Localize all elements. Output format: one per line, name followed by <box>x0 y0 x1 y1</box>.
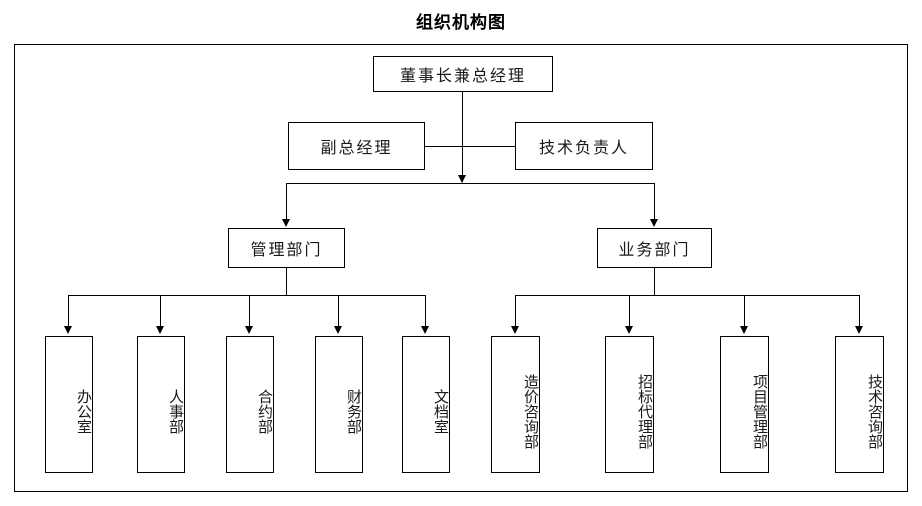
connector-management-to-office <box>68 295 70 328</box>
node-archive-room[interactable]: 文档室 <box>402 336 450 473</box>
node-management-department[interactable]: 管理部门 <box>228 228 345 268</box>
node-project-management-department[interactable]: 项目管理部 <box>720 336 769 473</box>
connector-bus-to-business <box>654 183 656 221</box>
connector-business-stem <box>654 268 656 296</box>
arrow-to-archive-room <box>421 326 429 334</box>
connector-management-to-contract <box>249 295 251 328</box>
node-deputy-general-manager[interactable]: 副总经理 <box>288 122 425 170</box>
node-office[interactable]: 办公室 <box>45 336 93 473</box>
connector-management-bus <box>68 295 425 297</box>
connector-business-to-project <box>744 295 746 328</box>
arrow-to-business-dept <box>650 219 658 227</box>
connector-management-to-archive <box>425 295 427 328</box>
connector-chairman-stem <box>462 92 464 182</box>
connector-management-stem <box>286 268 288 296</box>
arrow-to-finance-dept <box>334 326 342 334</box>
connector-business-to-bidding <box>629 295 631 328</box>
node-finance-department[interactable]: 财务部 <box>315 336 363 473</box>
arrow-to-bidding-agency-dept <box>625 326 633 334</box>
node-hr-department[interactable]: 人事部 <box>137 336 185 473</box>
arrow-chairman-to-bus <box>458 175 466 183</box>
connector-management-to-finance <box>338 295 340 328</box>
connector-business-to-techconsult <box>859 295 861 328</box>
connector-business-to-cost <box>515 295 517 328</box>
arrow-to-hr-dept <box>156 326 164 334</box>
node-technical-director[interactable]: 技术负责人 <box>515 122 653 170</box>
page-title: 组织机构图 <box>416 13 506 32</box>
arrow-to-contract-dept <box>245 326 253 334</box>
arrow-to-office <box>64 326 72 334</box>
node-cost-consulting-department[interactable]: 造价咨询部 <box>491 336 540 473</box>
arrow-to-management-dept <box>282 219 290 227</box>
connector-level3-bus <box>286 183 655 185</box>
chart-outer-frame <box>14 44 908 492</box>
connector-management-to-hr <box>160 295 162 328</box>
node-chairman[interactable]: 董事长兼总经理 <box>373 56 553 92</box>
connector-bus-to-management <box>286 183 288 221</box>
node-business-department[interactable]: 业务部门 <box>597 228 712 268</box>
node-bidding-agency-department[interactable]: 招标代理部 <box>605 336 654 473</box>
connector-business-bus <box>515 295 859 297</box>
node-tech-consulting-department[interactable]: 技术咨询部 <box>835 336 884 473</box>
connector-deputy-to-tech <box>425 146 515 148</box>
node-contract-department[interactable]: 合约部 <box>226 336 274 473</box>
arrow-to-tech-consulting-dept <box>855 326 863 334</box>
arrow-to-project-management-dept <box>740 326 748 334</box>
arrow-to-cost-consulting-dept <box>511 326 519 334</box>
